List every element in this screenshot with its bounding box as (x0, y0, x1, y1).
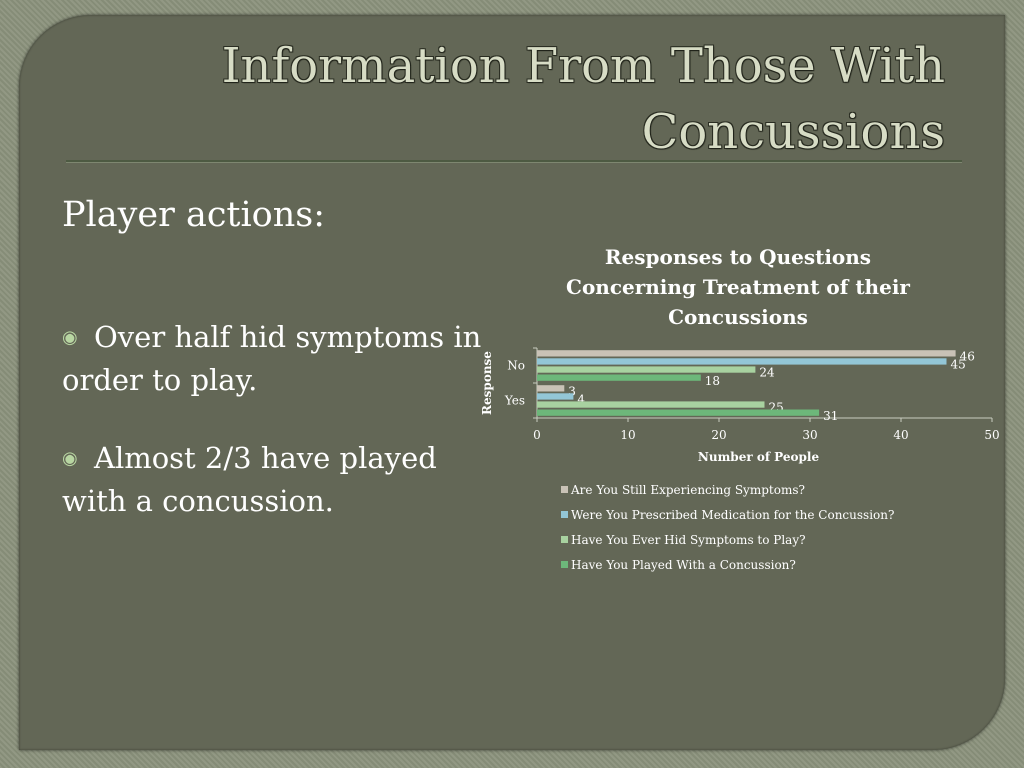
chart-title: Concussions (668, 305, 808, 329)
slide-panel: Information From Those With Concussions … (19, 15, 1005, 750)
chart-title: Concerning Treatment of their (566, 275, 910, 299)
chart-title: Responses to Questions (605, 245, 871, 269)
bar (537, 350, 956, 357)
bar (537, 366, 756, 373)
x-tick-label: 50 (984, 428, 999, 442)
data-label: 45 (951, 358, 966, 372)
legend-label: Have You Ever Hid Symptoms to Play? (571, 533, 806, 547)
data-label: 3 (568, 385, 576, 399)
bar (537, 385, 565, 392)
data-label: 18 (705, 374, 720, 388)
bar (537, 393, 574, 400)
y-tick-label: Yes (504, 394, 525, 408)
bullet-text: Over half hid symptoms in order to play. (62, 320, 482, 397)
data-label: 46 (960, 350, 975, 364)
slide-title: Information From Those With Concussions (85, 33, 945, 165)
x-tick-label: 40 (893, 428, 908, 442)
x-axis-title: Number of People (698, 450, 820, 464)
legend-label: Have You Played With a Concussion? (571, 558, 796, 572)
x-tick-label: 20 (711, 428, 726, 442)
legend-label: Are You Still Experiencing Symptoms? (570, 483, 805, 497)
legend-swatch (561, 486, 568, 493)
bullet-item: ◉Almost 2/3 have played with a concussio… (62, 437, 492, 522)
legend-swatch (561, 561, 568, 568)
y-tick-label: No (507, 359, 525, 373)
bar (537, 358, 947, 365)
legend-swatch (561, 511, 568, 518)
x-tick-label: 0 (533, 428, 541, 442)
bar (537, 409, 820, 416)
data-label: 4 (577, 393, 585, 407)
x-tick-label: 10 (620, 428, 635, 442)
data-label: 31 (823, 409, 838, 423)
bullet-icon: ◉ (62, 327, 78, 348)
bullet-item: ◉Over half hid symptoms in order to play… (62, 316, 492, 401)
title-line-1: Information From Those With (221, 38, 945, 94)
title-divider (66, 160, 962, 163)
data-label: 24 (759, 366, 775, 380)
bullet-icon: ◉ (62, 448, 78, 469)
legend-label: Were You Prescribed Medication for the C… (571, 508, 894, 522)
bullet-text: Almost 2/3 have played with a concussion… (62, 441, 437, 518)
legend-swatch (561, 536, 568, 543)
bar (537, 374, 701, 381)
x-tick-label: 30 (802, 428, 817, 442)
y-axis-title: Response (480, 351, 494, 415)
title-line-2: Concussions (641, 104, 945, 160)
bar (537, 401, 765, 408)
section-heading: Player actions: (62, 195, 326, 235)
